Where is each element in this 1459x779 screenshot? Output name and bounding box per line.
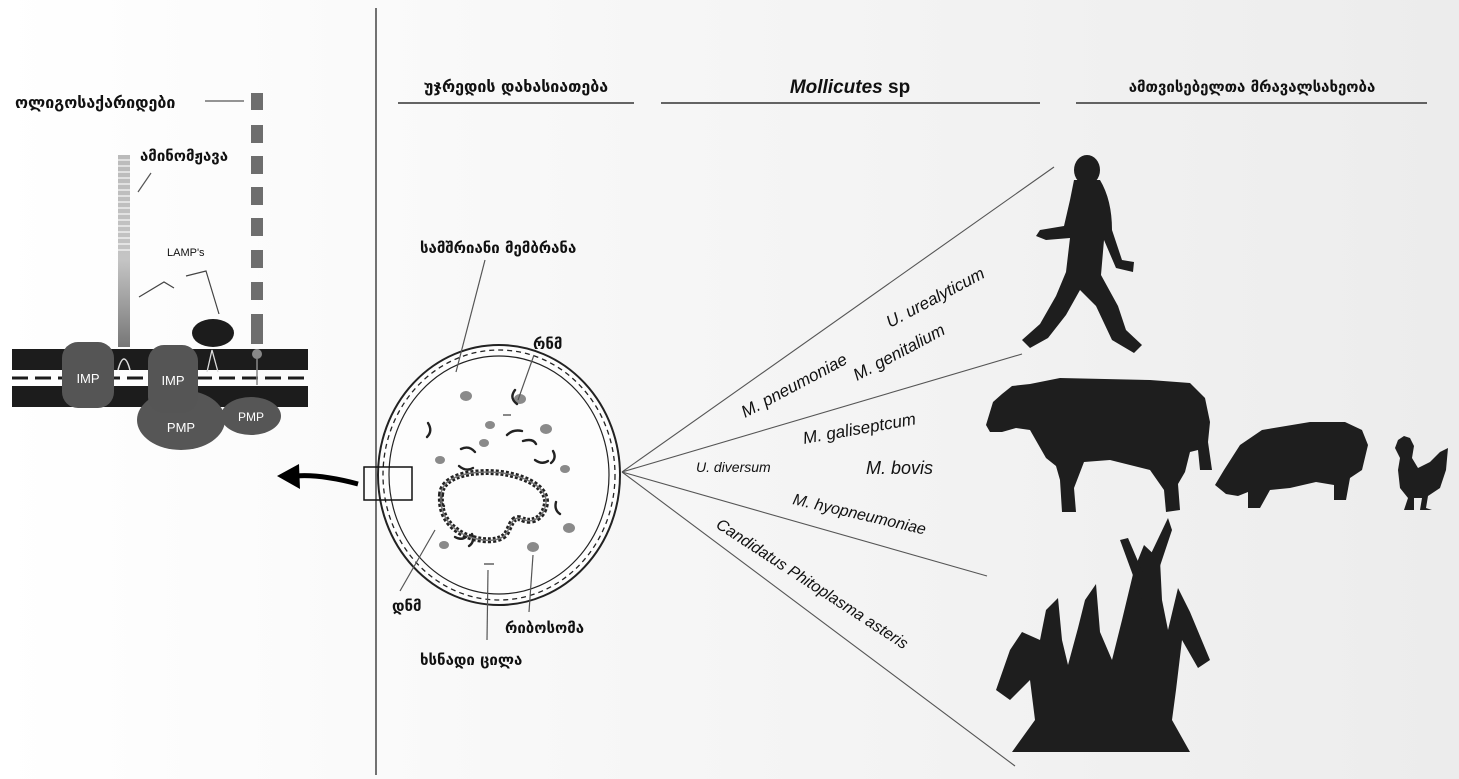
pig-silhouette-icon bbox=[1215, 422, 1368, 508]
species-m-bovis: M. bovis bbox=[866, 458, 933, 478]
glyco-anchor-icon bbox=[252, 349, 262, 359]
host-fan-lines bbox=[622, 167, 1054, 766]
species-m-galiseptcum: M. galiseptcum bbox=[801, 409, 917, 448]
imp-right-label: IMP bbox=[161, 373, 184, 388]
species-m-pneumoniae: M. pneumoniae bbox=[738, 350, 850, 422]
mollicutes-name: Mollicutes bbox=[790, 77, 883, 98]
host-silhouettes bbox=[986, 155, 1448, 752]
oligosaccharides-label: ოლიგოსაქარიდები bbox=[15, 93, 175, 112]
human-silhouette-icon bbox=[1022, 155, 1142, 353]
zoom-arrow-head-icon bbox=[277, 464, 300, 489]
corn-plant-silhouette-icon bbox=[996, 518, 1210, 752]
lamps-label: LAMP's bbox=[167, 247, 205, 259]
membrane-detail: IMP IMP PMP PMP ოლიგოსაქარიდები ამინომჟა… bbox=[12, 93, 358, 489]
mollicutes-sp: sp bbox=[883, 77, 910, 98]
lamps-leader-right bbox=[186, 271, 219, 314]
species-candidatus: Candidatus Phitoplasma asteris bbox=[713, 516, 911, 653]
soluble-protein-label: ხსნადი ცილა bbox=[420, 651, 522, 669]
column-headers: უჯრედის დახასიათება Mollicutes sp ამთვის… bbox=[398, 77, 1427, 103]
rna-label: რნმ bbox=[533, 335, 562, 353]
amino-acid-label: ამინომჟავა bbox=[140, 147, 228, 165]
zoom-arrow bbox=[296, 476, 358, 484]
dna-label: დნმ bbox=[392, 597, 422, 615]
species-labels: M. pneumoniae U. urealyticum M. genitali… bbox=[696, 264, 988, 653]
oligosaccharide-chain bbox=[251, 93, 263, 344]
pmp-large-label: PMP bbox=[167, 420, 195, 435]
host-diversity-header: ამთვისებელთა მრავალსახეობა bbox=[1129, 78, 1376, 96]
ribosome-label: რიბოსომა bbox=[505, 619, 584, 637]
species-m-hyopneumoniae: M. hyopneumoniae bbox=[791, 491, 928, 538]
pmp-small-label: PMP bbox=[238, 410, 264, 424]
chicken-silhouette-icon bbox=[1395, 436, 1448, 510]
mycoplasma-cell: სამშრიანი მემბრანა რნმ დნმ რიბოსომა ხსნა… bbox=[364, 239, 620, 669]
species-u-diversum: U. diversum bbox=[696, 459, 771, 475]
lamp-protein-cap bbox=[192, 319, 234, 347]
mollicutes-header: Mollicutes sp bbox=[790, 77, 910, 98]
amino-acid-leader bbox=[138, 173, 151, 192]
cow-silhouette-icon bbox=[986, 378, 1212, 512]
triple-membrane-label: სამშრიანი მემბრანა bbox=[420, 239, 576, 257]
lamps-leader-left bbox=[139, 282, 174, 297]
cell-classification-header: უჯრედის დახასიათება bbox=[424, 77, 608, 96]
species-m-genitalium: M. genitalium bbox=[850, 320, 948, 384]
imp-left-label: IMP bbox=[76, 371, 99, 386]
